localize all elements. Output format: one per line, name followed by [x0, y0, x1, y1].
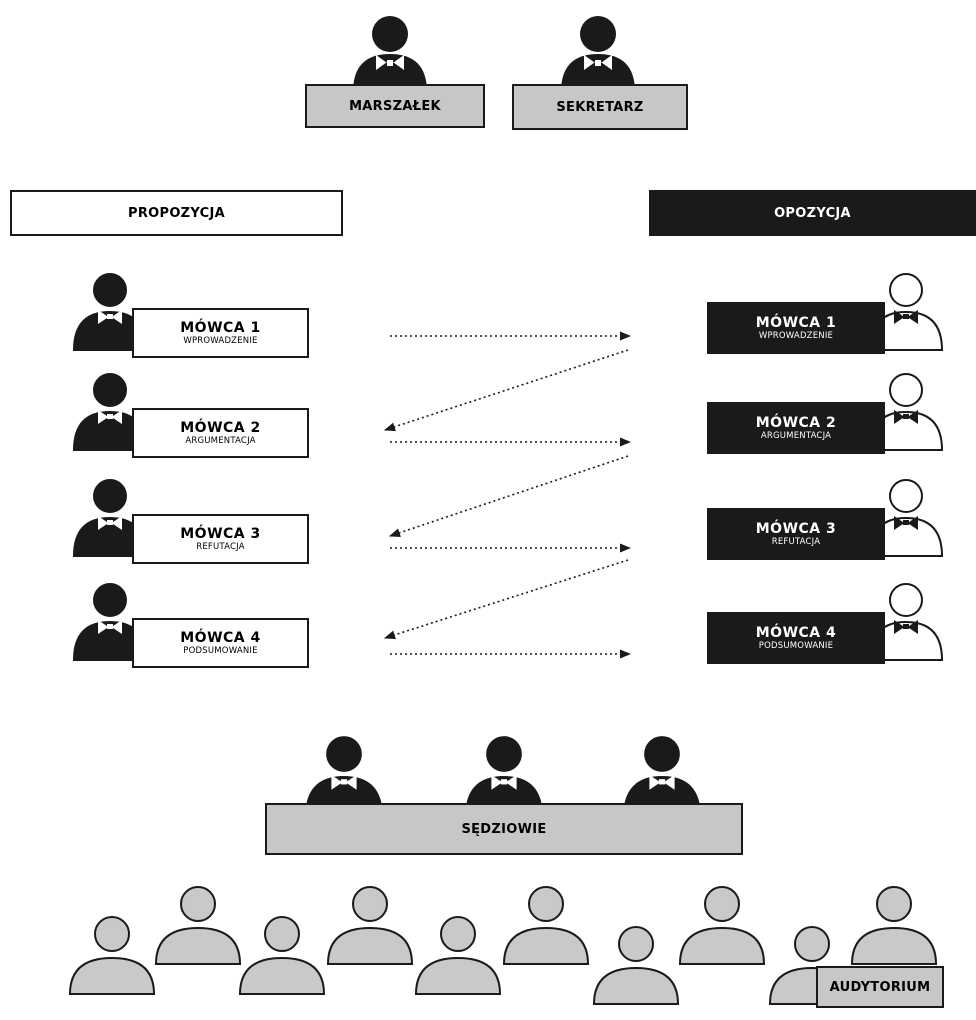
- secretary-icon: [561, 16, 635, 92]
- speaker-role: ARGUMENTACJA: [760, 430, 832, 441]
- speaker-role: WPROWADZENIE: [758, 330, 834, 341]
- audience-member-2-icon: [154, 886, 242, 965]
- marshal-label: MARSZAŁEK: [349, 98, 441, 114]
- speaker-name: MÓWCA 4: [180, 629, 261, 646]
- proposition-header: PROPOZYCJA: [10, 190, 343, 236]
- speaker-role: REFUTACJA: [771, 536, 821, 547]
- opposition-speaker-3-icon: [868, 479, 944, 557]
- marshal-desk: MARSZAŁEK: [305, 84, 485, 128]
- speaker-name: MÓWCA 3: [755, 520, 837, 537]
- speaker-name: MÓWCA 1: [755, 314, 837, 331]
- speaker-name: MÓWCA 4: [755, 624, 837, 641]
- proposition-speaker-1-icon: [72, 273, 148, 351]
- arrow-o3-p4: [383, 559, 629, 640]
- opposition-label: OPOZYCJA: [774, 205, 851, 221]
- secretary-label: SEKRETARZ: [556, 99, 644, 115]
- speaker-name: MÓWCA 2: [755, 414, 837, 431]
- audience-member-9-icon: [768, 926, 856, 1005]
- speaker-role: PODSUMOWANIE: [758, 640, 834, 651]
- opposition-speaker-1-icon: [868, 273, 944, 351]
- proposition-label: PROPOZYCJA: [128, 205, 225, 221]
- marshal-icon: [353, 16, 427, 92]
- audience-member-5-icon: [414, 916, 502, 995]
- speaker-role: ARGUMENTACJA: [185, 435, 256, 446]
- arrow-o1-p2: [383, 349, 629, 432]
- audience-label: AUDYTORIUM: [829, 979, 931, 995]
- speaker-name: MÓWCA 3: [180, 525, 261, 542]
- audience-member-3-icon: [238, 916, 326, 995]
- audience-member-8-icon: [678, 886, 766, 965]
- opposition-speaker-2-icon: [868, 373, 944, 451]
- speaker-name: MÓWCA 2: [180, 419, 261, 436]
- speaker-role: REFUTACJA: [196, 541, 245, 552]
- opposition-header: OPOZYCJA: [649, 190, 976, 236]
- judges-table: SĘDZIOWIE: [265, 803, 743, 855]
- arrow-o2-p3: [388, 455, 629, 538]
- proposition-speaker-2-icon: [72, 373, 148, 451]
- audience-member-4-icon: [326, 886, 414, 965]
- audience-label-box: AUDYTORIUM: [816, 966, 944, 1008]
- audience-member-10-icon: [850, 886, 938, 965]
- audience-member-6-icon: [502, 886, 590, 965]
- audience-member-7-icon: [592, 926, 680, 1005]
- audience-member-1-icon: [68, 916, 156, 995]
- speaker-name: MÓWCA 1: [180, 319, 261, 336]
- secretary-desk: SEKRETARZ: [512, 84, 688, 130]
- speaker-role: WPROWADZENIE: [183, 335, 258, 346]
- judges-label: SĘDZIOWIE: [461, 821, 547, 837]
- speaker-role: PODSUMOWANIE: [183, 645, 258, 656]
